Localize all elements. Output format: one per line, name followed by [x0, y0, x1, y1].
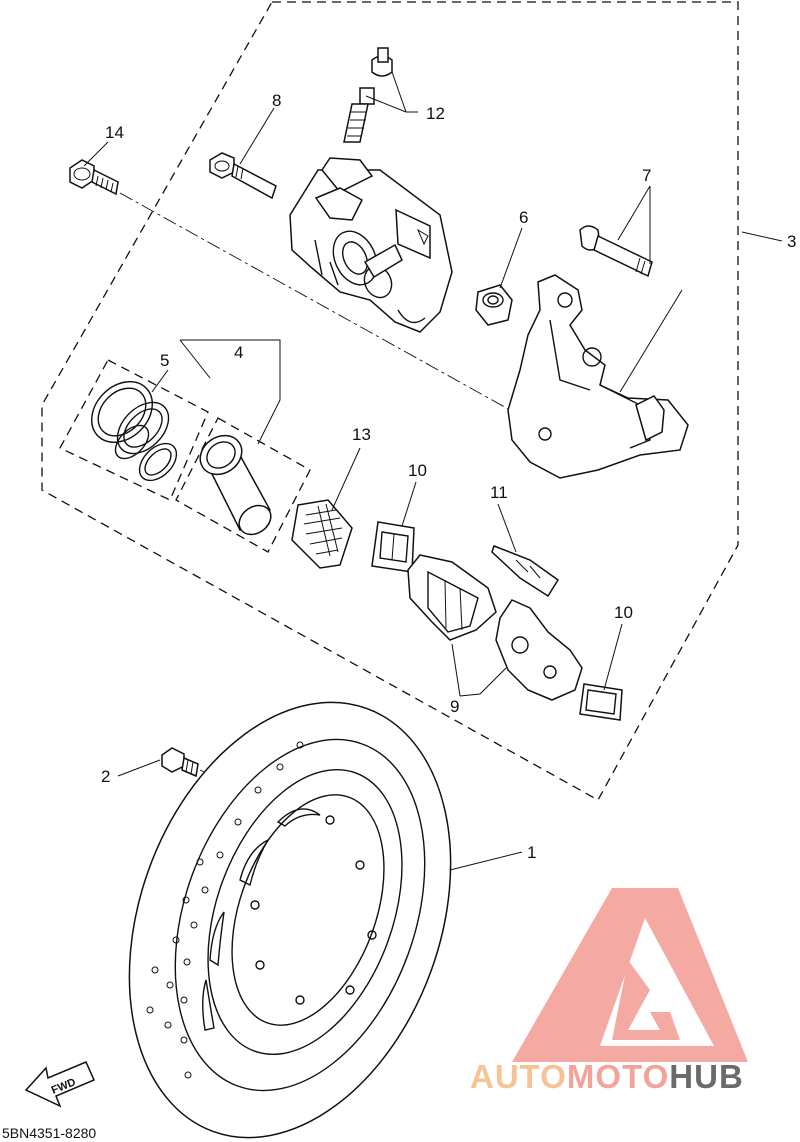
bolt-14 — [69, 159, 119, 196]
callout-11: 11 — [490, 483, 508, 502]
callout-3: 3 — [787, 232, 796, 251]
callout-14: 14 — [105, 123, 124, 142]
callout-7: 7 — [642, 166, 651, 185]
seals-5 — [91, 381, 178, 482]
callout-6: 6 — [519, 208, 528, 227]
bolt-7 — [579, 225, 653, 278]
caliper-assembly-boundary — [41, 1, 739, 801]
pad-spring-13 — [291, 499, 353, 569]
caliper-body — [289, 157, 453, 333]
leader-lines — [83, 71, 783, 871]
callout-2: 2 — [101, 767, 110, 786]
pin-8 — [209, 152, 277, 200]
brake-pad-9-outer — [495, 599, 583, 701]
watermark-logo-inner — [612, 960, 680, 1040]
watermark-hub: HUB — [669, 1058, 744, 1095]
callout-13: 13 — [352, 425, 371, 444]
watermark-text: AUTOMOTOHUB — [470, 1058, 744, 1095]
watermark-auto: AUTO — [470, 1058, 567, 1095]
callout-5: 5 — [160, 351, 169, 370]
bleed-screw-12 — [343, 47, 393, 143]
clip-11 — [491, 545, 560, 598]
callout-1: 1 — [527, 843, 536, 862]
piston-4 — [199, 434, 272, 536]
disc-bolt-2 — [161, 747, 199, 778]
callout-12: 12 — [426, 104, 445, 123]
watermark-moto: MOTO — [567, 1058, 669, 1095]
pad-shim-10-lower — [579, 683, 623, 721]
fwd-arrow-icon: FWD — [24, 1061, 95, 1108]
callout-4: 4 — [234, 343, 243, 362]
boot-6 — [475, 284, 513, 326]
callout-9: 9 — [450, 697, 459, 716]
caliper-bracket — [507, 274, 689, 479]
piston-kit-box — [175, 417, 311, 553]
pad-shim-10-upper — [371, 521, 415, 573]
callout-10-lower: 10 — [614, 603, 633, 622]
diagram-code: 5BN4351-8280 — [2, 1125, 96, 1141]
seal-kit-box — [59, 359, 209, 501]
brake-disc-1 — [128, 701, 452, 1139]
callout-8: 8 — [272, 91, 281, 110]
watermark-logo-mark — [512, 888, 748, 1062]
brake-pad-9-inner — [407, 554, 497, 641]
watermark-logo: AUTOMOTOHUB — [470, 888, 748, 1095]
callout-10-upper: 10 — [408, 461, 427, 480]
